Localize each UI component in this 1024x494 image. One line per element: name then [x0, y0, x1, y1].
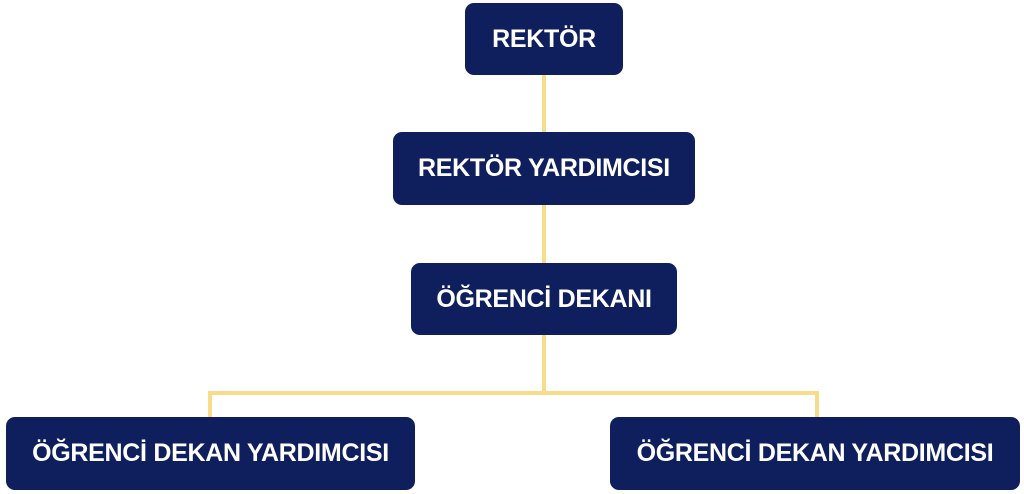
connector-vertical-main — [542, 74, 546, 395]
node-rector: REKTÖR — [465, 3, 623, 75]
connector-right-drop — [815, 391, 819, 419]
connector-left-drop — [208, 391, 212, 419]
node-vice-rector: REKTÖR YARDIMCISI — [393, 132, 695, 205]
node-assistant-dean-left: ÖĞRENCİ DEKAN YARDIMCISI — [6, 417, 415, 490]
connector-horizontal — [208, 391, 819, 395]
node-student-dean: ÖĞRENCİ DEKANI — [411, 263, 677, 335]
node-assistant-dean-right: ÖĞRENCİ DEKAN YARDIMCISI — [610, 417, 1020, 490]
